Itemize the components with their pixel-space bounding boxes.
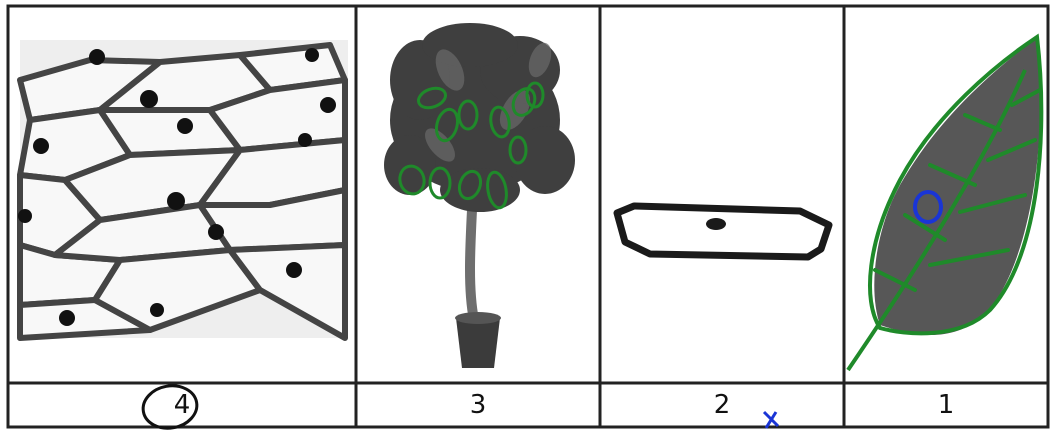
panel-number-label: 3 <box>356 383 600 427</box>
potted-tree-image <box>384 23 575 368</box>
panel-number-label: 1 <box>844 383 1048 427</box>
panel-number-label: 4 <box>8 383 356 427</box>
single-cell-image <box>617 206 829 257</box>
leaf-image <box>848 37 1041 370</box>
plant-cells-image <box>18 40 348 338</box>
panel-number-label: 2 <box>600 383 844 427</box>
